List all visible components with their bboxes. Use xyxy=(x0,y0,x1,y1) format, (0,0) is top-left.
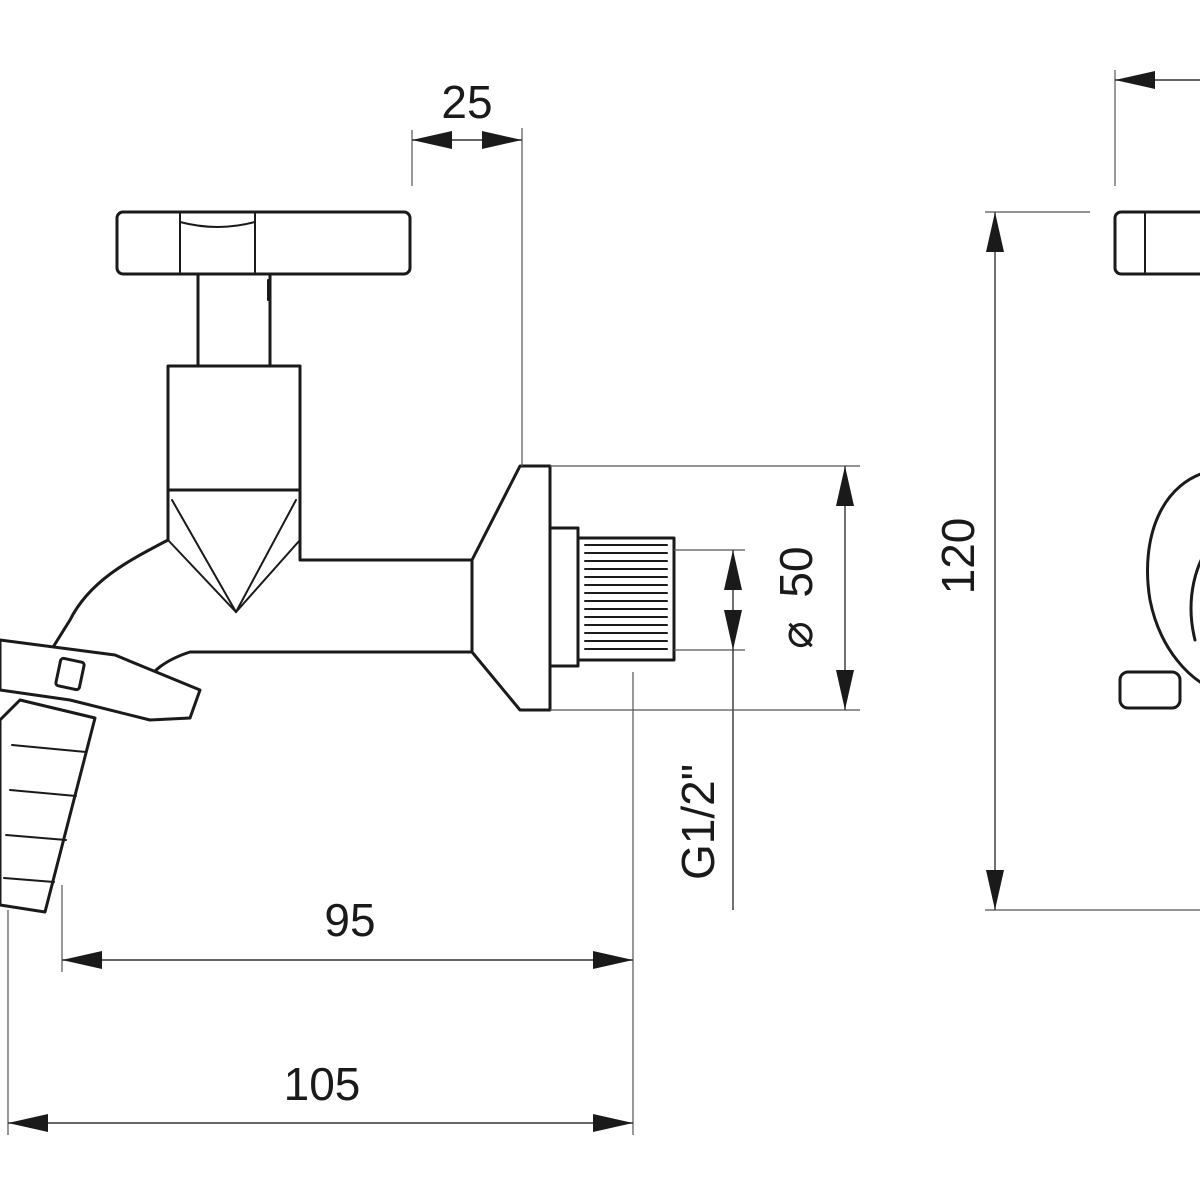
tap-handle xyxy=(115,210,412,276)
dim-thread: G1/2" xyxy=(672,549,745,910)
dim-flange-diameter: 50 ⌀ xyxy=(550,465,860,711)
tap-spout-nozzle xyxy=(0,638,202,914)
dim-handle-offset: 25 xyxy=(411,76,523,466)
tap-bonnet xyxy=(166,364,302,492)
dim-handle-offset-label: 25 xyxy=(441,76,492,128)
dimension-lines: 25 95 105 G1/2" xyxy=(7,70,1200,1135)
dim-outlet-length-label: 95 xyxy=(324,894,375,946)
dim-overall-length-label: 105 xyxy=(284,1058,361,1110)
dim-front-width xyxy=(1114,70,1200,186)
dim-overall-height-label: 120 xyxy=(932,518,984,595)
diameter-symbol: ⌀ xyxy=(770,621,822,649)
dim-flange-diameter-label: 50 xyxy=(770,546,822,597)
dim-overall-length: 105 xyxy=(7,910,633,1135)
tap-front-view xyxy=(1113,210,1200,710)
thread-connection xyxy=(576,536,676,662)
tap-side-view xyxy=(0,210,676,914)
tap-spindle xyxy=(196,272,272,368)
dim-overall-height: 120 xyxy=(932,211,1200,911)
dim-thread-label: G1/2" xyxy=(672,764,724,880)
wall-flange xyxy=(470,464,580,712)
dim-outlet-length: 95 xyxy=(61,672,634,1135)
